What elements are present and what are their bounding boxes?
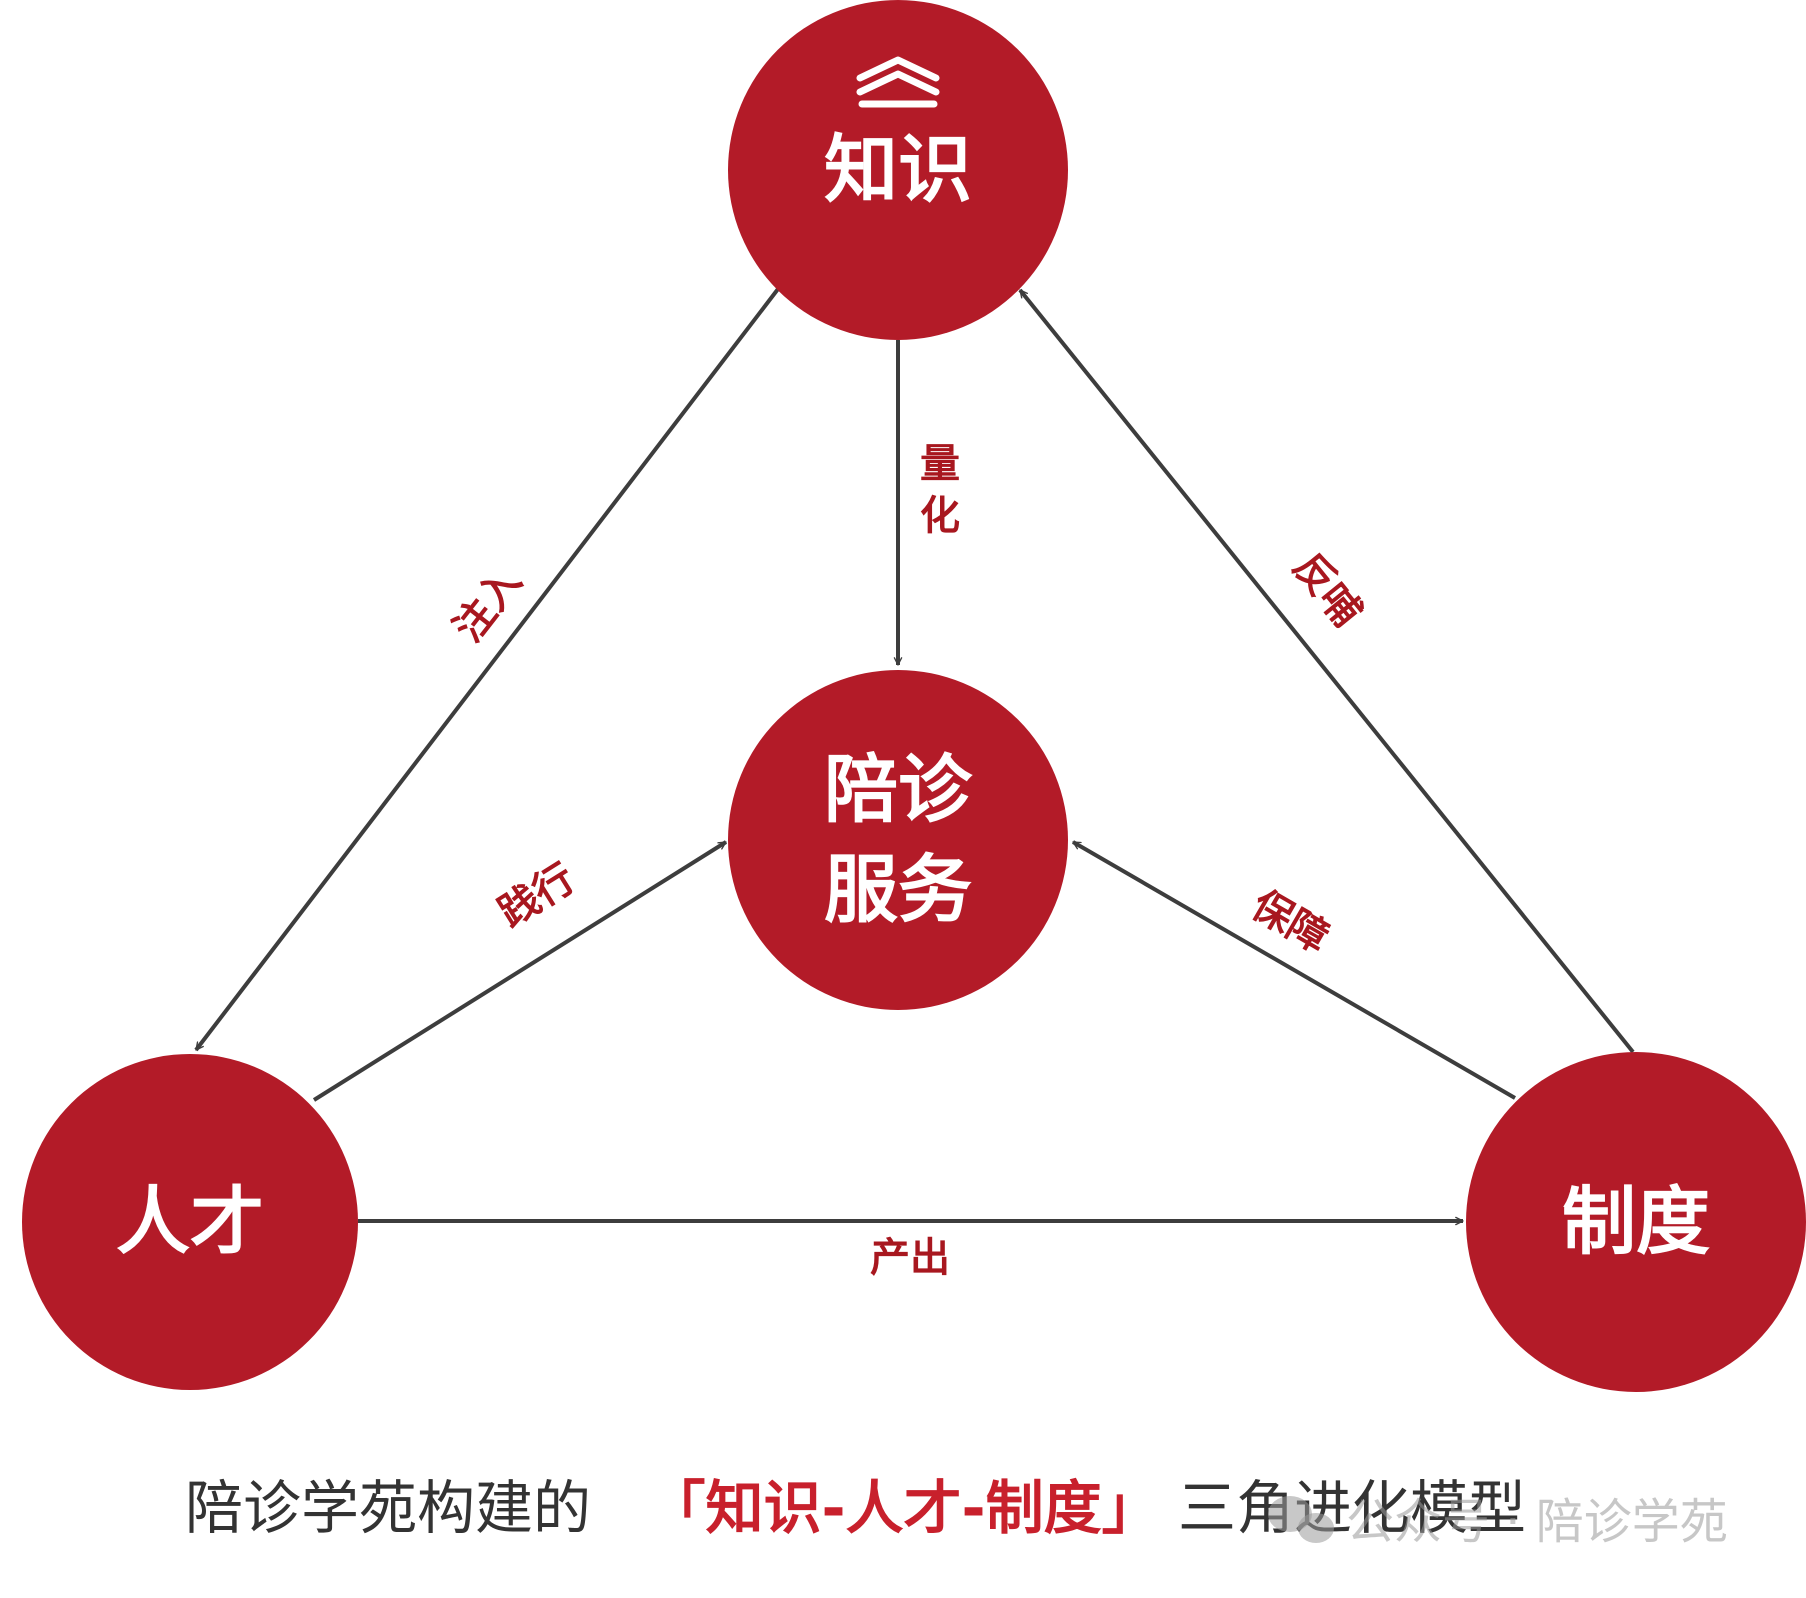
node-service-label-line-2: 服务	[824, 847, 972, 933]
edge-feedback-label: 反哺	[1284, 544, 1370, 635]
node-talent-label: 人才	[116, 1179, 264, 1265]
edge-quantify-label-line-1: 量	[920, 441, 960, 487]
edge-quantify-label-line-2: 化	[920, 493, 960, 539]
edge-produce-label: 产出	[870, 1235, 950, 1281]
node-knowledge-label: 知识	[824, 127, 972, 213]
edge-feedback-arrow	[1018, 288, 1635, 1054]
node-talent: 人才	[22, 1054, 358, 1390]
wechat-icon	[1268, 1496, 1334, 1543]
node-service-label-line-1: 陪诊	[824, 747, 973, 833]
caption: 陪诊学苑构建的 「知识-人才-制度」 三角进化模型	[185, 1474, 1526, 1542]
caption-prefix: 陪诊学苑构建的	[185, 1474, 591, 1542]
node-service-circle	[728, 670, 1068, 1010]
caption-highlight: 「知识-人才-制度」	[647, 1474, 1159, 1542]
node-system-circle	[1466, 1052, 1806, 1392]
node-talent-circle	[22, 1054, 358, 1390]
node-knowledge-circle	[728, 0, 1068, 340]
watermark: 公众号 · 陪诊学苑	[1268, 1494, 1728, 1550]
edge-practice-arrow	[312, 840, 728, 1102]
caption-suffix: 三角进化模型	[1178, 1474, 1526, 1542]
roof-icon	[856, 56, 940, 108]
node-knowledge: 知识	[728, 0, 1068, 340]
edge-guarantee-arrow	[1071, 840, 1517, 1100]
edges	[194, 287, 1635, 1226]
node-system-label: 制度	[1562, 1179, 1710, 1265]
edge-practice-label: 践行	[491, 855, 583, 936]
watermark-text: 公众号 · 陪诊学苑	[1346, 1494, 1728, 1550]
edge-inject-arrow	[194, 287, 780, 1052]
node-service: 陪诊 服务	[728, 670, 1068, 1010]
edge-inject-label: 注入	[445, 559, 531, 650]
node-system: 制度	[1466, 1052, 1806, 1392]
